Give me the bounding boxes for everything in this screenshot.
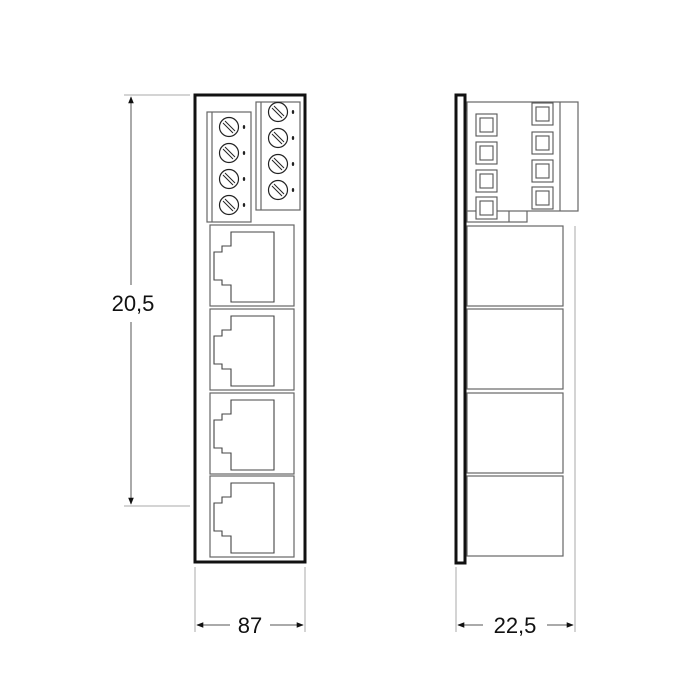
screw-terminals	[218, 101, 295, 216]
terminal-opening	[475, 196, 498, 220]
rj45-port	[209, 475, 295, 558]
screw-icon	[267, 179, 295, 201]
terminal-opening	[475, 169, 498, 193]
depth-label: 22,5	[494, 613, 537, 638]
port-housing	[466, 392, 564, 474]
screw-icon	[218, 194, 246, 216]
screw-icon	[267, 101, 295, 123]
front-view	[193, 93, 307, 564]
width-label: 87	[238, 613, 262, 638]
terminal-opening	[531, 159, 554, 183]
rj45-jack-icon	[213, 399, 275, 471]
terminal-opening	[475, 141, 498, 165]
screw-icon	[218, 116, 246, 138]
rj45-jack-icon	[213, 482, 275, 554]
screw-icon	[218, 142, 246, 164]
height-label: 20,5	[112, 291, 155, 316]
terminal-opening	[475, 113, 498, 137]
terminal-opening	[531, 186, 554, 210]
rj45-port	[209, 308, 295, 391]
rj45-jack-icon	[213, 231, 275, 303]
screw-icon	[267, 127, 295, 149]
terminal-opening	[531, 102, 554, 126]
rj45-port	[209, 392, 295, 475]
port-housing	[466, 475, 564, 557]
side-view	[454, 93, 579, 565]
side-terminal-openings	[475, 102, 554, 220]
port-housing	[466, 225, 564, 307]
rj45-jack-icon	[213, 315, 275, 387]
rj45-ports	[209, 224, 295, 558]
screw-icon	[218, 168, 246, 190]
depth-dimension: 22,5	[455, 226, 576, 638]
height-dimension: 20,5	[112, 94, 190, 507]
terminal-opening	[531, 131, 554, 155]
port-housing	[466, 308, 564, 390]
width-dimension: 87	[194, 567, 306, 638]
screw-icon	[267, 153, 295, 175]
rj45-port	[209, 224, 295, 307]
side-port-housings	[466, 225, 564, 557]
